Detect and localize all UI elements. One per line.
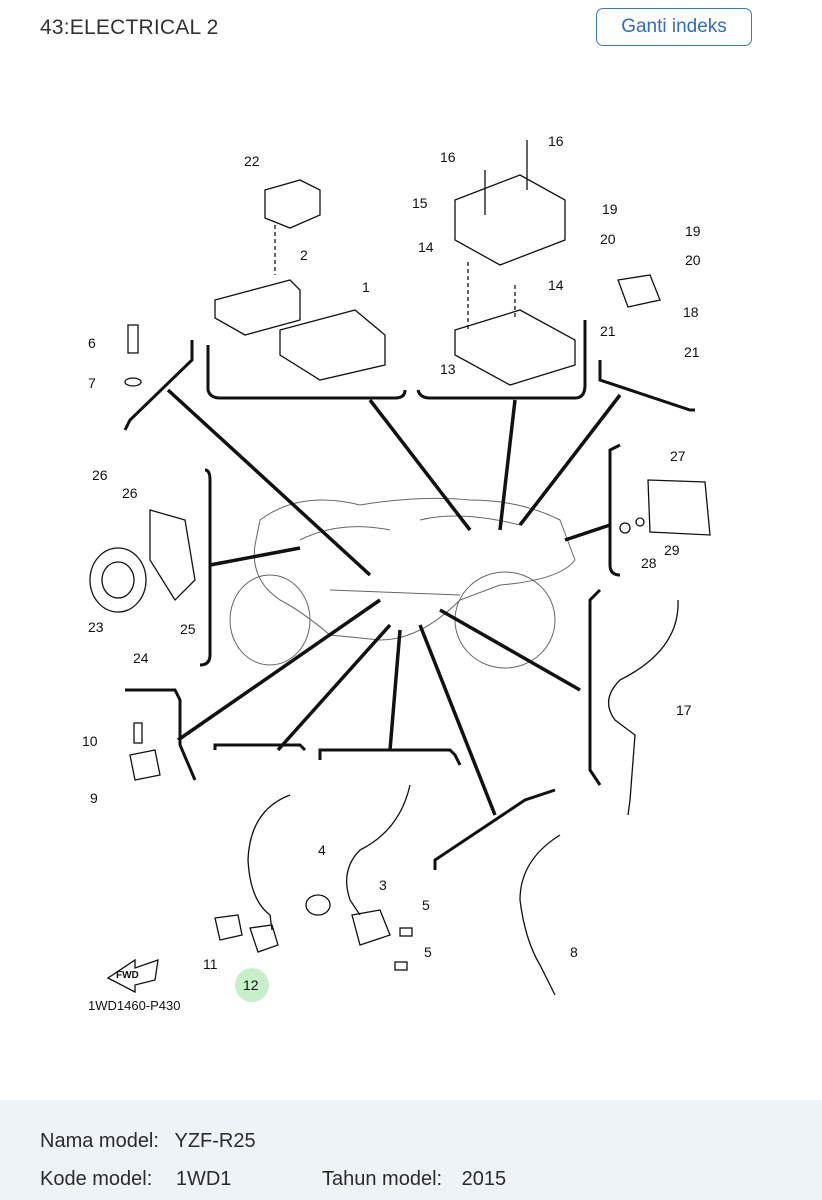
- model-name-value: YZF-R25: [174, 1130, 256, 1152]
- sensor-3-cable: [346, 784, 411, 916]
- model-year-value: 2015: [461, 1168, 507, 1190]
- ecu-part: [279, 309, 386, 381]
- motorcycle-outline: [229, 497, 576, 669]
- group-brackets: [123, 320, 695, 870]
- callout-18: 18: [683, 304, 699, 320]
- change-index-button[interactable]: Ganti indeks: [596, 8, 752, 46]
- model-code-label: Kode model:: [40, 1168, 153, 1190]
- horn-bracket-part: [149, 509, 196, 602]
- coupler-part: [214, 279, 301, 336]
- callout-8: 8: [570, 944, 578, 960]
- sensor-11-part: [214, 914, 243, 941]
- exploded-view-svg: 22 2 1 16 16 15 14 14 13 19 19 20 20 18 …: [82, 133, 711, 1013]
- leader-lines: [166, 388, 622, 816]
- reflector-part: [647, 479, 711, 536]
- callout-labels: 22 2 1 16 16 15 14 14 13 19 19 20 20 18 …: [82, 133, 701, 993]
- callout-4: 4: [318, 842, 326, 858]
- part-code: 1WD1460-P430: [88, 998, 181, 1013]
- sensor-8-part: [519, 834, 561, 996]
- callout-19a: 19: [602, 201, 618, 217]
- callout-5a: 5: [422, 897, 430, 913]
- relay-part: [264, 179, 321, 229]
- callout-9: 9: [90, 790, 98, 806]
- model-code-value: 1WD1: [175, 1168, 232, 1190]
- callout-27: 27: [670, 448, 686, 464]
- callout-1: 1: [362, 279, 370, 295]
- header-bar: 43:ELECTRICAL 2 Ganti indeks: [0, 0, 822, 60]
- callout-19b: 19: [685, 223, 701, 239]
- oring-4-part: [305, 894, 331, 916]
- washer-7-part: [124, 377, 142, 387]
- callout-17: 17: [676, 702, 692, 718]
- callout-23: 23: [88, 619, 104, 635]
- callout-7: 7: [88, 375, 96, 391]
- callout-26a: 26: [92, 467, 108, 483]
- model-name-row: Nama model: YZF-R25: [40, 1130, 256, 1153]
- callout-13: 13: [440, 361, 456, 377]
- callout-24: 24: [133, 650, 149, 666]
- parts-diagram: 22 2 1 16 16 15 14 14 13 19 19 20 20 18 …: [0, 60, 822, 1100]
- callout-22: 22: [244, 153, 260, 169]
- callout-2: 2: [300, 247, 308, 263]
- fwd-label: FWD: [116, 970, 139, 981]
- callout-21b: 21: [684, 344, 700, 360]
- callout-6: 6: [88, 335, 96, 351]
- callout-21a: 21: [600, 323, 616, 339]
- sensor-18-part: [617, 274, 661, 308]
- callout-14b: 14: [548, 277, 564, 293]
- model-code-row: Kode model: 1WD1: [40, 1168, 231, 1191]
- model-name-label: Nama model:: [40, 1130, 159, 1152]
- highlight-marker: [235, 968, 269, 1002]
- sensor-12-part: [249, 924, 279, 953]
- page-title: 43:ELECTRICAL 2: [40, 16, 219, 39]
- callout-26b: 26: [122, 485, 138, 501]
- callout-5b: 5: [424, 944, 432, 960]
- callout-10: 10: [82, 733, 98, 749]
- callout-25: 25: [180, 621, 196, 637]
- sensor-3-part: [351, 909, 391, 946]
- callout-28: 28: [641, 555, 657, 571]
- horn-part: [89, 547, 147, 613]
- sensor-17-part: [608, 599, 679, 816]
- sensor-12-cable: [247, 794, 291, 931]
- callout-20b: 20: [685, 252, 701, 268]
- callout-20a: 20: [600, 231, 616, 247]
- bracket-part: [454, 309, 576, 386]
- rectifier-part: [454, 174, 566, 266]
- callout-14a: 14: [418, 239, 434, 255]
- model-year-label: Tahun model:: [322, 1168, 443, 1190]
- model-info-footer: Nama model: YZF-R25 Kode model: 1WD1 Tah…: [0, 1100, 822, 1200]
- callout-3: 3: [379, 877, 387, 893]
- callout-16a: 16: [440, 149, 456, 165]
- callout-12: 12: [243, 977, 259, 993]
- callout-16b: 16: [548, 133, 564, 149]
- callout-11: 11: [203, 956, 218, 972]
- sensor-6-part: [127, 324, 139, 354]
- callout-29: 29: [664, 542, 680, 558]
- model-year-row: Tahun model: 2015: [322, 1168, 506, 1191]
- sensor-9-part: [129, 749, 161, 781]
- fwd-arrow-icon: [106, 958, 159, 994]
- callout-15: 15: [412, 195, 428, 211]
